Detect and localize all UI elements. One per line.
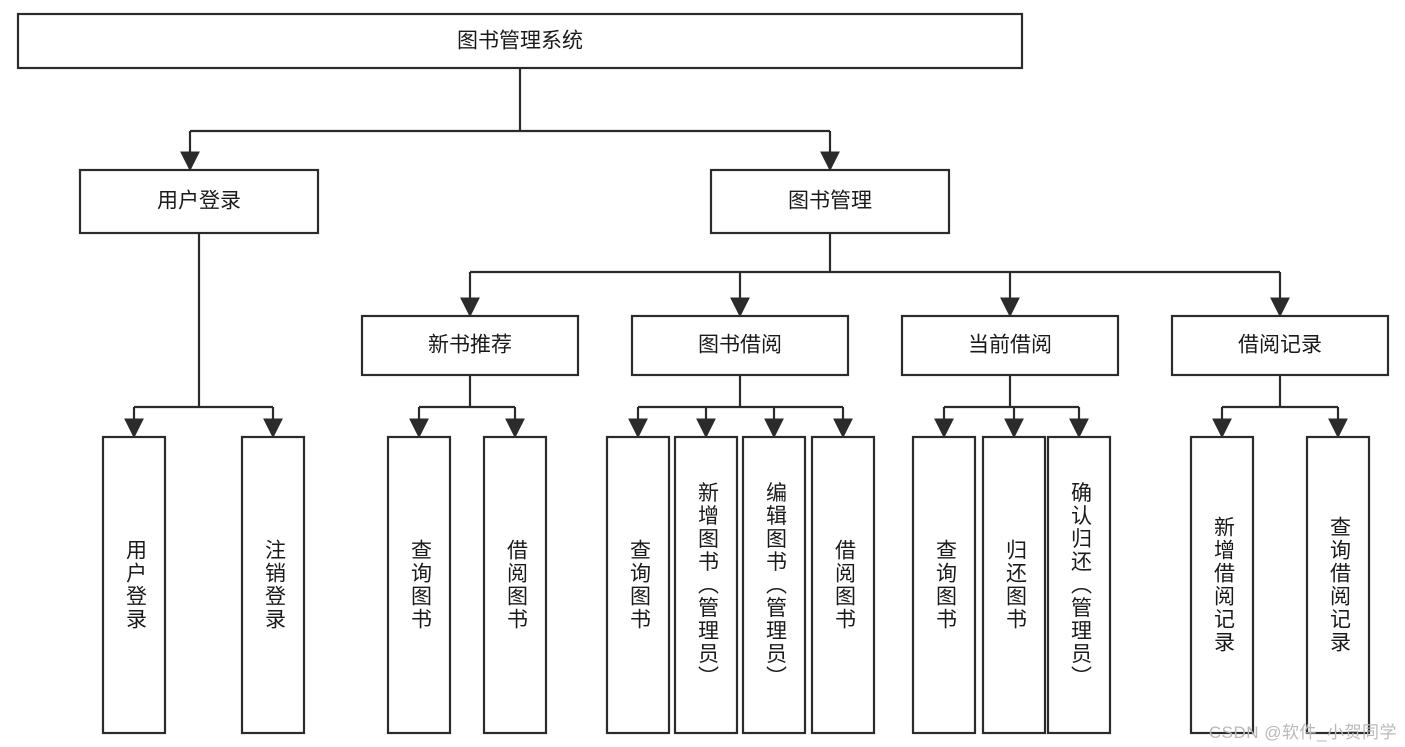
- leaf-query-book-2-box[interactable]: [605, 435, 671, 735]
- leaf-query-book-1-box[interactable]: [386, 435, 452, 735]
- leaf-add-record-box[interactable]: [1189, 435, 1255, 735]
- node-current-borrow[interactable]: 当前借阅: [900, 314, 1120, 377]
- node-borrow-record-label: 借阅记录: [1238, 334, 1322, 357]
- leaf-user-login-box[interactable]: [101, 435, 167, 735]
- leaf-query-book-2-label: 查询图书: [627, 539, 651, 631]
- node-root[interactable]: 图书管理系统: [16, 12, 1024, 70]
- leaf-confirm-return-label: 确认归还（管理员）: [1068, 482, 1092, 689]
- node-book-borrow-label: 图书借阅: [698, 334, 782, 357]
- leaf-add-record-label: 新增借阅记录: [1211, 516, 1235, 654]
- leaf-edit-book[interactable]: 编辑图书（管理员）: [741, 435, 807, 735]
- node-book-manage[interactable]: 图书管理: [709, 168, 951, 235]
- node-user-login-label: 用户登录: [157, 190, 241, 213]
- node-new-book-recommend-box[interactable]: [360, 314, 580, 377]
- leaf-add-book-label: 新增图书（管理员）: [695, 482, 719, 689]
- leaf-query-book-2[interactable]: 查询图书: [605, 435, 671, 735]
- node-user-login-box[interactable]: [78, 168, 320, 235]
- leaf-add-record[interactable]: 新增借阅记录: [1189, 435, 1255, 735]
- leaf-query-record-label: 查询借阅记录: [1327, 516, 1351, 654]
- leaf-query-book-3[interactable]: 查询图书: [911, 435, 977, 735]
- leaf-logout-login-label: 注销登录: [262, 539, 286, 631]
- leaf-logout-login[interactable]: 注销登录: [240, 435, 306, 735]
- leaf-return-book[interactable]: 归还图书: [981, 435, 1047, 735]
- node-borrow-record[interactable]: 借阅记录: [1170, 314, 1390, 377]
- node-new-book-recommend[interactable]: 新书推荐: [360, 314, 580, 377]
- leaf-borrow-book-1-label: 借阅图书: [504, 539, 528, 631]
- edge-layer: [124, 68, 1348, 439]
- node-root-box[interactable]: [16, 12, 1024, 70]
- leaf-query-book-1[interactable]: 查询图书: [386, 435, 452, 735]
- node-book-borrow-box[interactable]: [630, 314, 850, 377]
- node-book-manage-label: 图书管理: [788, 190, 872, 213]
- leaf-borrow-book-2[interactable]: 借阅图书: [810, 435, 876, 735]
- leaf-return-book-label: 归还图书: [1003, 539, 1027, 631]
- leaf-query-book-3-label: 查询图书: [933, 539, 957, 631]
- leaf-add-book-box[interactable]: [673, 435, 739, 735]
- leaf-logout-login-box[interactable]: [240, 435, 306, 735]
- leaf-edit-book-label: 编辑图书（管理员）: [763, 482, 787, 689]
- leaf-return-book-box[interactable]: [981, 435, 1047, 735]
- leaf-borrow-book-2-box[interactable]: [810, 435, 876, 735]
- leaf-query-book-3-box[interactable]: [911, 435, 977, 735]
- node-borrow-record-box[interactable]: [1170, 314, 1390, 377]
- leaf-user-login[interactable]: 用户登录: [101, 435, 167, 735]
- leaf-user-login-label: 用户登录: [123, 539, 147, 631]
- leaf-confirm-return[interactable]: 确认归还（管理员）: [1046, 435, 1112, 735]
- leaf-borrow-book-1[interactable]: 借阅图书: [482, 435, 548, 735]
- node-root-label: 图书管理系统: [457, 30, 583, 53]
- node-user-login[interactable]: 用户登录: [78, 168, 320, 235]
- node-book-manage-box[interactable]: [709, 168, 951, 235]
- leaf-confirm-return-box[interactable]: [1046, 435, 1112, 735]
- leaf-query-record-box[interactable]: [1305, 435, 1371, 735]
- node-current-borrow-box[interactable]: [900, 314, 1120, 377]
- leaf-add-book[interactable]: 新增图书（管理员）: [673, 435, 739, 735]
- leaf-query-record[interactable]: 查询借阅记录: [1305, 435, 1371, 735]
- leaf-borrow-book-2-label: 借阅图书: [832, 539, 856, 631]
- node-new-book-recommend-label: 新书推荐: [428, 334, 512, 357]
- leaf-query-book-1-label: 查询图书: [408, 539, 432, 631]
- leaf-borrow-book-1-box[interactable]: [482, 435, 548, 735]
- node-book-borrow[interactable]: 图书借阅: [630, 314, 850, 377]
- csdn-watermark: CSDN @软件_小贺同学: [1208, 723, 1397, 742]
- leaf-edit-book-box[interactable]: [741, 435, 807, 735]
- node-current-borrow-label: 当前借阅: [968, 334, 1052, 357]
